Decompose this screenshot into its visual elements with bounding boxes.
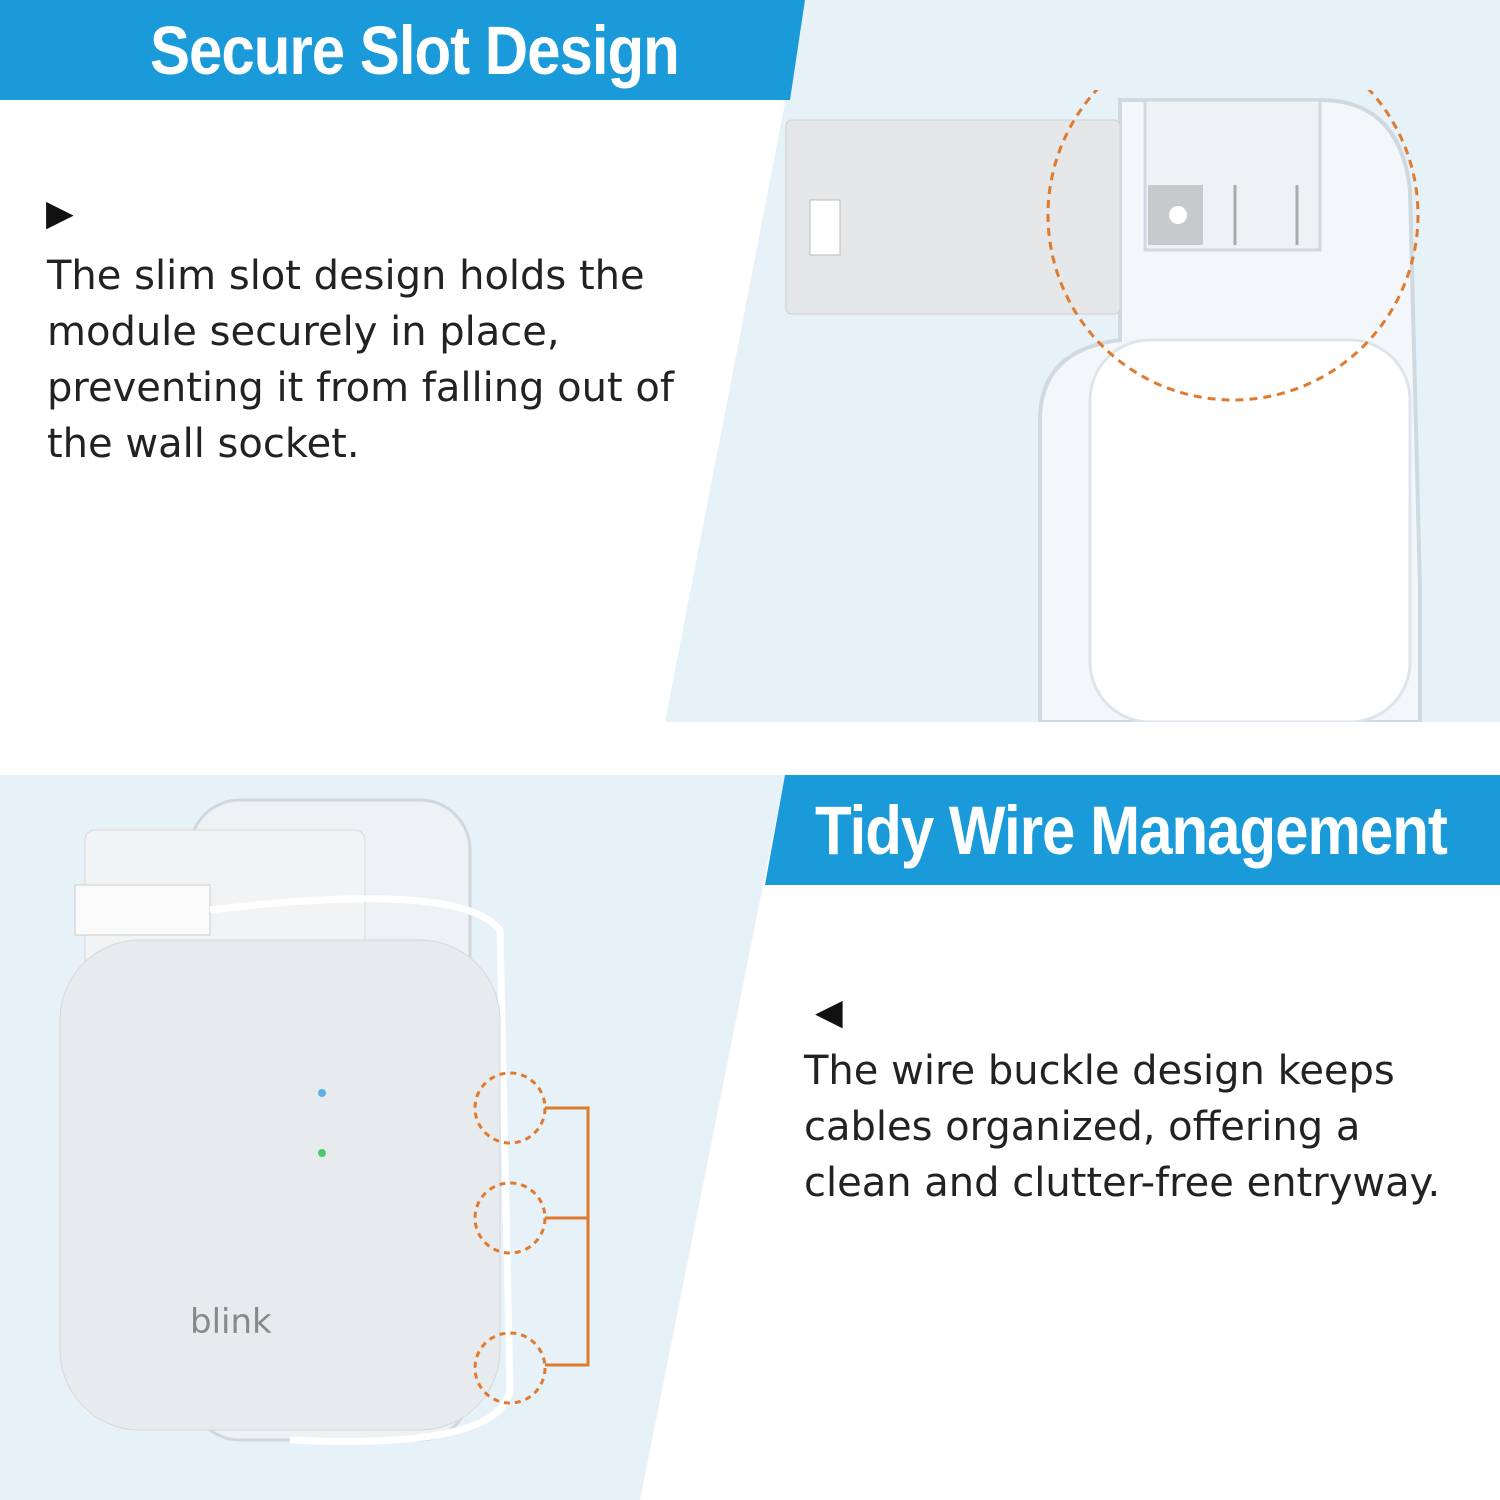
brand-logo: blink	[190, 1302, 272, 1342]
triangle-right-icon: ▶	[46, 193, 74, 234]
section2-title: Tidy Wire Management	[815, 791, 1448, 869]
section1-text: The slim slot design holds the module se…	[47, 253, 674, 467]
callout-circle	[1046, 90, 1420, 402]
banner-secure-slot: Secure Slot Design	[0, 0, 805, 100]
section2-text: The wire buckle design keeps cables orga…	[804, 1048, 1441, 1206]
triangle-left-icon: ◀	[815, 992, 843, 1033]
hub-holder-illustration: blink	[59, 798, 590, 1445]
plug-holder-illustration	[785, 90, 1422, 722]
banner-tidy-wire: Tidy Wire Management	[765, 775, 1500, 885]
section1-title: Secure Slot Design	[150, 11, 680, 89]
